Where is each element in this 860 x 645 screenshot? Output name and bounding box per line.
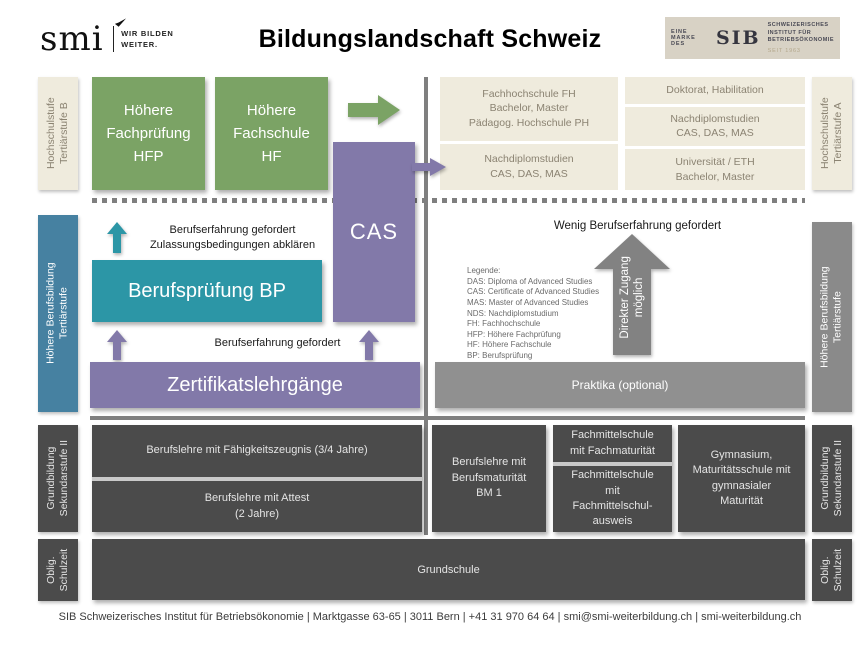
box-berufslehre-attest: Berufslehre mit Attest (2 Jahre) xyxy=(204,492,310,520)
legend: Legende: DAS: Diploma of Advanced Studie… xyxy=(467,266,599,362)
sidebar-right-hochschulstufe-a: Hochschulstufe Tertiärstufe A xyxy=(812,77,852,190)
sidebar-right-grundbildung-label: Grundbildung Sekundarstufe II xyxy=(818,440,844,517)
box-berufslehre-efz: Berufslehre mit Fähigkeitszeugnis (3/4 J… xyxy=(146,444,368,457)
beige-gap xyxy=(440,140,618,144)
box-hoehere-fachschule-hf: Höhere Fachschule HF xyxy=(215,77,328,190)
sib-logo-name: SIB xyxy=(715,27,761,49)
light-separator xyxy=(92,477,422,481)
sidebar-right-oblig-schulzeit: Oblig. Schulzeit xyxy=(812,539,852,601)
sidebar-right-hoehere-berufsbildung-label: Höhere Berufsbildung Tertiärstufe xyxy=(818,266,845,368)
smi-logo-accent-icon xyxy=(114,18,127,27)
sidebar-left-oblig-schulzeit: Oblig. Schulzeit xyxy=(38,539,78,601)
purple-up-arrow-right-icon xyxy=(359,330,379,360)
box-berufsmaturitaet-bm1: Berufslehre mit Berufsmaturität BM 1 xyxy=(432,425,546,532)
sib-logo: EINE MARKE DES SIB SCHWEIZERISCHES INSTI… xyxy=(665,17,840,59)
sib-logo-right-column: SCHWEIZERISCHES INSTITUT FÜR BETRIEBSÖKO… xyxy=(768,22,834,53)
sidebar-right-oblig-schulzeit-label: Oblig. Schulzeit xyxy=(818,548,845,592)
purple-right-arrow-icon xyxy=(412,158,446,176)
direct-access-up-arrow-icon xyxy=(594,234,670,355)
box-gymnasium: Gymnasium, Maturitätsschule mit gymnasia… xyxy=(678,425,805,532)
box-doktorat-habilitation: Doktorat, Habilitation xyxy=(666,83,764,96)
beige-gap xyxy=(625,146,805,150)
legend-entry: FH: Fachhochschule xyxy=(467,319,541,329)
direct-access-label: Direkter Zugang möglich xyxy=(618,255,645,339)
purple-up-arrow-left-icon xyxy=(107,330,127,360)
sidebar-left-hochschulstufe-b: Hochschulstufe Tertiärstufe B xyxy=(38,77,78,190)
smi-logo: smi WIR BILDEN WEITER. xyxy=(40,18,174,59)
box-nachdiplomstudien-fh: Nachdiplomstudien CAS, DAS, MAS xyxy=(484,153,574,180)
legend-entry: HF: Höhere Fachschule xyxy=(467,340,552,350)
box-grundschule: Grundschule xyxy=(92,539,805,600)
sidebar-left-hoehere-berufsbildung-label: Höhere Berufsbildung Tertiärstufe xyxy=(44,262,71,365)
legend-entry: HFP: Höhere Fachprüfung xyxy=(467,329,561,339)
green-right-arrow-icon xyxy=(348,95,400,125)
sidebar-right-hoehere-berufsbildung: Höhere Berufsbildung Tertiärstufe xyxy=(812,222,852,412)
legend-entry: DAS: Diploma of Advanced Studies xyxy=(467,276,593,286)
sib-logo-institute: SCHWEIZERISCHES INSTITUT FÜR BETRIEBSÖKO… xyxy=(767,22,834,44)
legend-entry: CAS: Certificate of Advanced Studies xyxy=(467,287,600,297)
box-fms-ausweis: Fachmittelschule mit Fachmittelschul- au… xyxy=(571,469,654,528)
sidebar-right-hochschulstufe-a-label: Hochschulstufe Tertiärstufe A xyxy=(818,97,845,170)
box-cas: CAS xyxy=(333,142,415,322)
box-universitaet-eth: Universität / ETH Bachelor, Master xyxy=(675,155,755,183)
note-wenig-berufserfahrung: Wenig Berufserfahrung gefordert xyxy=(553,220,722,232)
sidebar-left-grundbildung-label: Grundbildung Sekundarstufe II xyxy=(44,440,70,517)
box-berufslehre-column: Berufslehre mit Fähigkeitszeugnis (3/4 J… xyxy=(92,425,422,532)
vertical-divider xyxy=(424,77,428,535)
teal-up-arrow-icon xyxy=(107,222,127,253)
beige-gap xyxy=(625,103,805,107)
box-fachhochschule-fh: Fachhochschule FH Bachelor, Master Pädag… xyxy=(468,87,590,130)
box-fachhochschule-column: Fachhochschule FH Bachelor, Master Pädag… xyxy=(440,77,618,190)
sidebar-left-hoehere-berufsbildung: Höhere Berufsbildung Tertiärstufe xyxy=(38,215,78,412)
box-universitaet-column: Doktorat, Habilitation Nachdiplomstudien… xyxy=(625,77,805,190)
sidebar-right-grundbildung: Grundbildung Sekundarstufe II xyxy=(812,425,852,532)
smi-logo-text: smi xyxy=(40,19,104,59)
box-fms-fachmaturitaet: Fachmittelschule mit Fachmaturität xyxy=(570,429,655,457)
sidebar-left-grundbildung: Grundbildung Sekundarstufe II xyxy=(38,425,78,532)
box-hoehere-fachpruefung-hfp: Höhere Fachprüfung HFP xyxy=(92,77,205,190)
box-nachdiplomstudien-uni: Nachdiplomstudien CAS, DAS, MAS xyxy=(670,112,760,140)
note-berufserfahrung-zulassung: Berufserfahrung gefordert Zulassungsbedi… xyxy=(149,224,316,251)
light-separator xyxy=(553,462,672,466)
note-berufserfahrung: Berufserfahrung gefordert xyxy=(214,337,341,349)
box-berufspruefung-bp: Berufsprüfung BP xyxy=(92,260,322,322)
horizontal-divider xyxy=(90,416,805,420)
page-title: Bildungslandschaft Schweiz xyxy=(258,25,602,53)
smi-logo-tagline: WIR BILDEN WEITER. xyxy=(121,28,174,49)
footer-text: SIB Schweizerisches Institut für Betrieb… xyxy=(58,611,802,623)
legend-entry: MAS: Master of Advanced Studies xyxy=(467,297,589,307)
tertiary-dotted-divider xyxy=(92,198,805,203)
box-fachmittelschule-column: Fachmittelschule mit Fachmaturität Fachm… xyxy=(553,425,672,532)
legend-entry: BP: Berufsprüfung xyxy=(467,351,533,360)
sidebar-left-hochschulstufe-b-label: Hochschulstufe Tertiärstufe B xyxy=(44,97,71,170)
box-praktika: Praktika (optional) xyxy=(435,362,805,408)
sidebar-left-oblig-schulzeit-label: Oblig. Schulzeit xyxy=(44,548,71,592)
box-zertifikatslehrgaenge: Zertifikatslehrgänge xyxy=(90,362,420,408)
legend-entry: NDS: Nachdiplomstudium xyxy=(467,308,559,318)
sib-logo-since: SEIT 1963 xyxy=(767,47,801,54)
sib-logo-prefix: EINE MARKE DES xyxy=(671,29,696,47)
smi-logo-divider xyxy=(112,26,115,52)
legend-title: Legende: xyxy=(467,266,501,275)
